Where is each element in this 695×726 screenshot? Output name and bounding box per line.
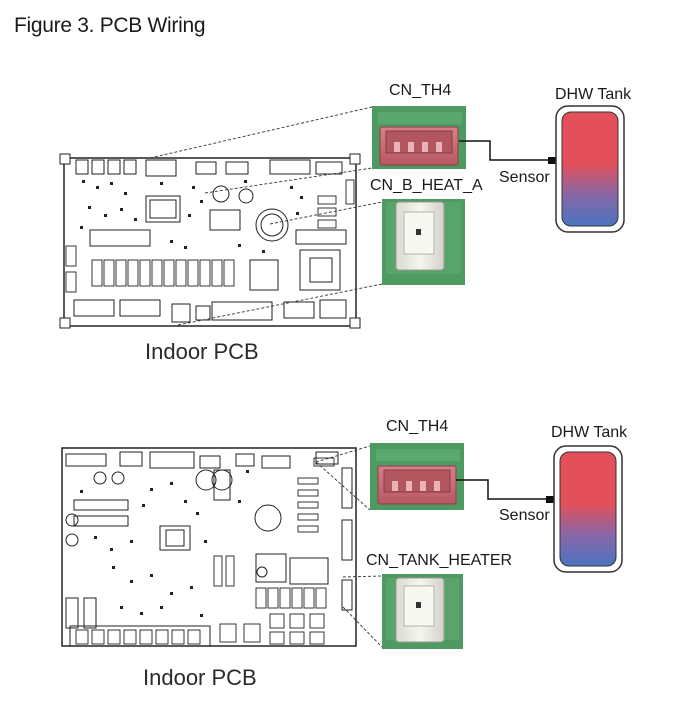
cn-th4-connector-photo xyxy=(372,106,466,169)
connector-label-cn-th4: CN_TH4 xyxy=(389,82,452,99)
tank-label: DHW Tank xyxy=(555,86,632,103)
figure-title: Figure 3. PCB Wiring xyxy=(14,14,206,37)
connector-label-cn-tank-heater: CN_TANK_HEATER xyxy=(366,552,513,569)
indoor-pcb-board xyxy=(61,447,357,647)
dhw-tank xyxy=(553,445,623,573)
leader-lines xyxy=(149,106,383,326)
connector-label-cn-b-heat-a: CN_B_HEAT_A xyxy=(370,177,483,194)
dhw-tank xyxy=(555,105,625,233)
cn-b-heat-a-connector-photo xyxy=(382,199,465,285)
leader-lines xyxy=(315,445,383,648)
tank-label: DHW Tank xyxy=(551,424,628,441)
sensor-label: Sensor xyxy=(499,507,550,524)
cn-tank-heater-connector-photo xyxy=(382,574,463,649)
pcb-caption: Indoor PCB xyxy=(145,339,259,364)
sensor-wire xyxy=(459,140,572,164)
pcb-caption: Indoor PCB xyxy=(143,665,257,690)
sensor-label: Sensor xyxy=(499,169,550,186)
connector-label-cn-th4: CN_TH4 xyxy=(386,418,449,435)
cn-th4-connector-photo xyxy=(370,443,464,510)
indoor-pcb-board xyxy=(59,153,361,329)
